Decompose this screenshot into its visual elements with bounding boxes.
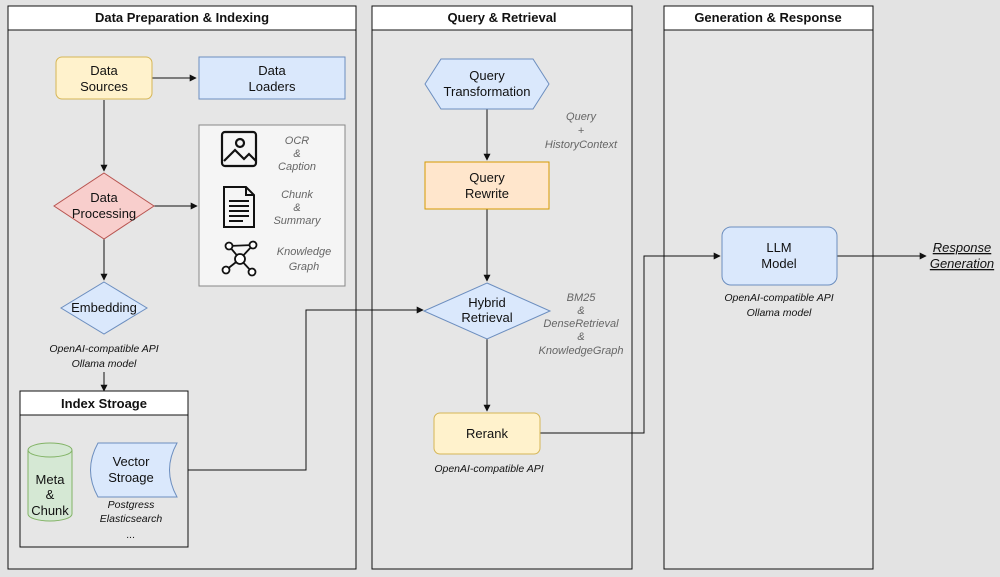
svg-text:Data: Data (90, 63, 118, 78)
output-chunk-summary: Chunk & Summary (273, 189, 322, 227)
llm-notes: OpenAI-compatible API Ollama model (724, 292, 833, 319)
svg-text:DenseRetrieval: DenseRetrieval (543, 318, 619, 330)
svg-text:OpenAI-compatible API: OpenAI-compatible API (724, 292, 833, 304)
svg-text:Data: Data (90, 190, 118, 205)
svg-text:Elasticsearch: Elasticsearch (100, 513, 163, 525)
svg-text:Postgress: Postgress (108, 499, 155, 511)
svg-text:Query: Query (469, 68, 505, 83)
svg-text:&: & (577, 331, 584, 343)
svg-text:Chunk: Chunk (31, 503, 69, 518)
node-vector-storage: Vector Stroage (90, 442, 178, 498)
svg-text:&: & (46, 487, 55, 502)
embedding-notes: OpenAI-compatible API Ollama model (49, 343, 158, 370)
node-query-rewrite: Query Rewrite (424, 161, 550, 210)
svg-text:Embedding: Embedding (71, 300, 137, 315)
node-data-sources: Data Sources (55, 56, 153, 100)
output-ocr-caption: OCR & Caption (278, 135, 316, 173)
svg-text:Graph: Graph (289, 261, 320, 273)
svg-text:Meta: Meta (36, 472, 66, 487)
svg-text:&: & (293, 148, 300, 160)
svg-text:Model: Model (761, 256, 797, 271)
edge-rerank-llm (540, 252, 721, 434)
svg-text:Vector: Vector (113, 454, 151, 469)
panel-title-gen: Generation & Response (694, 10, 841, 25)
svg-text:Chunk: Chunk (281, 189, 313, 201)
svg-text:&: & (293, 202, 300, 214)
query-context-notes: Query + HistoryContext (545, 111, 618, 151)
image-icon (220, 130, 258, 168)
svg-text:Ollama model: Ollama model (747, 307, 812, 319)
svg-text:Response: Response (933, 240, 992, 255)
panel-title-query: Query & Retrieval (447, 10, 556, 25)
svg-text:Summary: Summary (273, 215, 322, 227)
document-icon (223, 186, 255, 228)
svg-text:Loaders: Loaders (249, 79, 296, 94)
node-rerank: Rerank (433, 412, 541, 455)
svg-text:Rewrite: Rewrite (465, 186, 509, 201)
output-knowledge-graph: Knowledge Graph (277, 246, 331, 273)
svg-text:OpenAI-compatible API: OpenAI-compatible API (49, 343, 158, 355)
svg-text:Caption: Caption (278, 161, 316, 173)
node-data-processing: Data Processing (53, 172, 155, 240)
hybrid-notes: BM25 & DenseRetrieval & KnowledgeGraph (538, 292, 623, 357)
svg-text:HistoryContext: HistoryContext (545, 139, 618, 151)
node-data-loaders: Data Loaders (198, 56, 346, 100)
svg-text:&: & (577, 305, 584, 317)
node-hybrid-retrieval: Hybrid Retrieval (422, 282, 552, 340)
node-response-generation: Response Generation (930, 240, 994, 271)
rerank-notes: OpenAI-compatible API (434, 463, 543, 475)
svg-text:Processing: Processing (72, 206, 136, 221)
node-meta-chunk: Meta & Chunk (27, 442, 73, 522)
svg-text:Hybrid: Hybrid (468, 295, 506, 310)
edge-vector-hybrid (188, 306, 424, 471)
svg-text:+: + (578, 125, 585, 137)
svg-text:Knowledge: Knowledge (277, 246, 331, 258)
vector-notes: Postgress Elasticsearch ... (100, 499, 163, 541)
svg-text:Query: Query (566, 111, 597, 123)
svg-text:Data: Data (258, 63, 286, 78)
svg-text:Retrieval: Retrieval (461, 310, 512, 325)
svg-text:...: ... (127, 529, 136, 541)
svg-text:Sources: Sources (80, 79, 128, 94)
graph-icon (221, 240, 258, 277)
panel-generation-response: Generation & Response (663, 5, 874, 570)
svg-text:LLM: LLM (766, 240, 791, 255)
svg-text:Transformation: Transformation (444, 84, 531, 99)
panel-title-prep: Data Preparation & Indexing (95, 10, 269, 25)
svg-text:Ollama model: Ollama model (72, 358, 137, 370)
svg-text:Rerank: Rerank (466, 426, 508, 441)
svg-text:BM25: BM25 (567, 292, 597, 304)
svg-text:Generation: Generation (930, 256, 994, 271)
svg-text:Stroage: Stroage (108, 470, 154, 485)
svg-text:KnowledgeGraph: KnowledgeGraph (538, 345, 623, 357)
connectors (100, 74, 927, 471)
node-llm-model: LLM Model (721, 226, 838, 286)
panel-title-index: Index Stroage (61, 396, 147, 411)
svg-text:OCR: OCR (285, 135, 310, 147)
node-query-transformation: Query Transformation (424, 58, 550, 110)
svg-text:Query: Query (469, 170, 505, 185)
node-embedding: Embedding (60, 281, 148, 335)
processing-outputs-box: OCR & Caption Chunk & Summary (198, 124, 346, 287)
